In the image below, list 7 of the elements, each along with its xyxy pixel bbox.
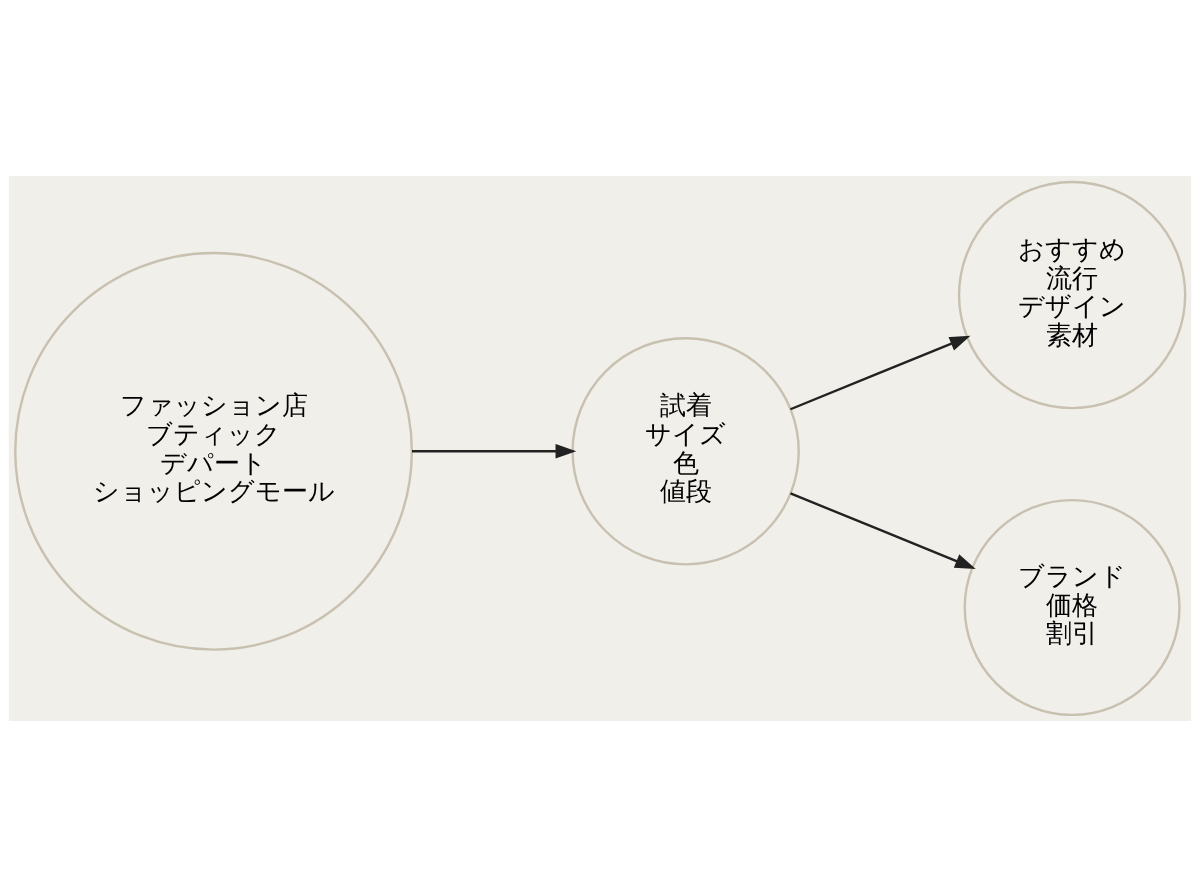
node-circle: ファッション店 ブティック デパート ショッピングモール	[14, 251, 414, 651]
arrow	[790, 491, 976, 569]
arrow	[412, 443, 577, 459]
node-circle: おすすめ 流行 デザイン 素材	[957, 180, 1187, 409]
node-circle: 試着 サイズ 色 値段	[571, 336, 800, 566]
node-circle: ブランド 価格 割引	[963, 498, 1181, 716]
arrow	[790, 335, 971, 410]
